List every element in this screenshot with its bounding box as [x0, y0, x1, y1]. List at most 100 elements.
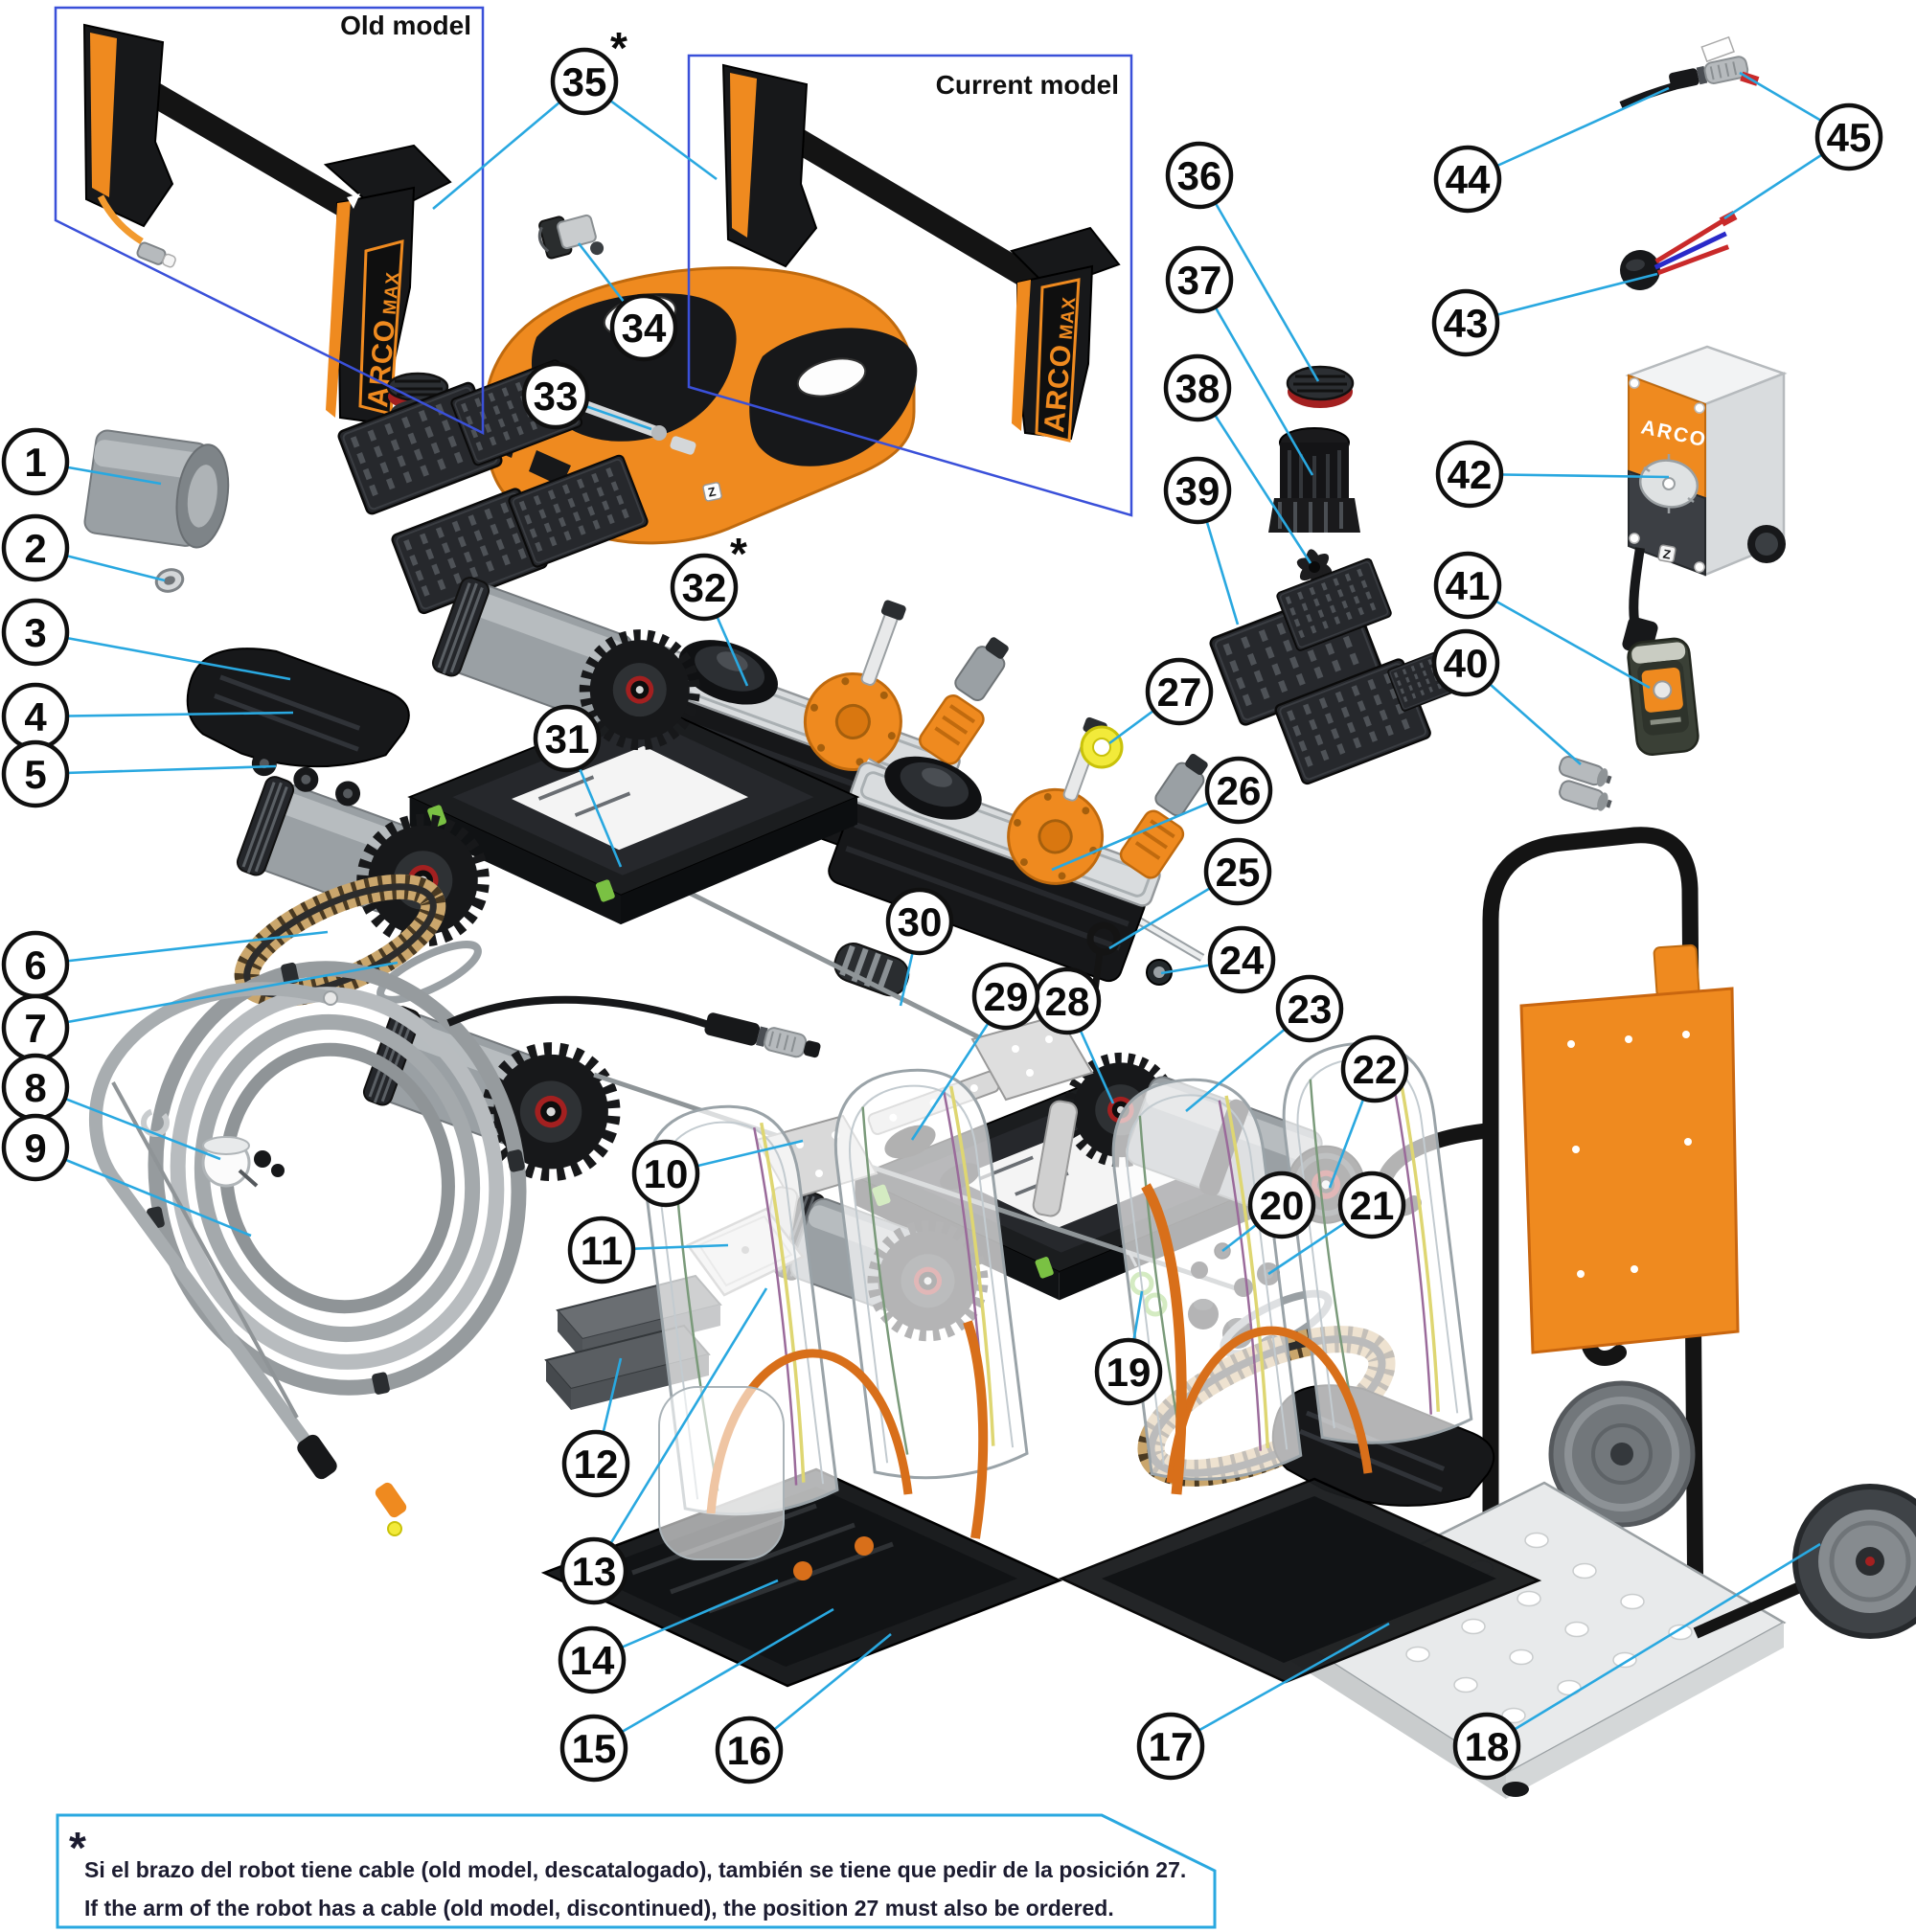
callout-number-11: 11 — [581, 1228, 623, 1273]
callout-number-40: 40 — [1444, 641, 1489, 686]
callout-number-31: 31 — [545, 716, 590, 761]
callout-number-36: 36 — [1177, 153, 1222, 198]
current-model-label: Current model — [936, 70, 1119, 100]
callout-18: 18 — [1452, 1712, 1521, 1781]
callout-4: 4 — [1, 682, 70, 751]
callout-number-39: 39 — [1175, 468, 1220, 513]
callout-number-19: 19 — [1106, 1350, 1152, 1395]
motor-roller-left-upper — [428, 573, 708, 759]
current-model-box: Current model — [687, 54, 1133, 517]
callout-3: 3 — [1, 598, 70, 667]
callout-38: 38 — [1163, 353, 1232, 422]
callout-21: 21 — [1337, 1171, 1406, 1239]
callout-number-5: 5 — [24, 752, 46, 797]
callout-number-25: 25 — [1216, 850, 1261, 895]
callout-8: 8 — [1, 1053, 70, 1122]
callout-45: 45 — [1814, 102, 1883, 171]
leader-line-6 — [34, 930, 329, 966]
cable-float-part-8 — [141, 1108, 285, 1188]
callout-35: 35* — [550, 23, 627, 116]
callout-9: 9 — [1, 1113, 70, 1182]
callout-10: 10 — [631, 1139, 700, 1208]
callout-1: 1 — [1, 427, 70, 496]
pump-cap-part-36 — [1286, 365, 1355, 408]
cable-lead — [446, 995, 711, 1029]
callout-28: 28 — [1033, 966, 1102, 1035]
callout-24: 24 — [1207, 925, 1276, 994]
callout-number-29: 29 — [984, 974, 1029, 1019]
callout-number-7: 7 — [24, 1006, 46, 1051]
callout-number-22: 22 — [1353, 1047, 1398, 1092]
callout-25: 25 — [1203, 837, 1272, 906]
callout-number-45: 45 — [1827, 115, 1872, 160]
svg-text:Z: Z — [1662, 546, 1672, 561]
motor-support-part-34 — [537, 214, 604, 260]
svg-text:Z: Z — [707, 484, 718, 499]
callout-36: 36 — [1165, 141, 1234, 210]
callout-number-8: 8 — [24, 1065, 46, 1110]
cable-connector — [704, 1012, 821, 1058]
batteries-part-40 — [1558, 756, 1612, 811]
callout-22: 22 — [1340, 1034, 1409, 1103]
callout-number-28: 28 — [1045, 979, 1090, 1024]
leader-line-4 — [34, 711, 294, 718]
callout-number-2: 2 — [24, 526, 46, 571]
callout-number-26: 26 — [1217, 768, 1262, 813]
callout-asterisk-35: * — [610, 23, 627, 73]
callout-number-37: 37 — [1177, 258, 1222, 303]
leader-line-15 — [593, 1607, 834, 1750]
callout-number-24: 24 — [1220, 938, 1265, 983]
callout-29: 29 — [971, 962, 1040, 1031]
callout-number-9: 9 — [24, 1125, 46, 1171]
callout-39: 39 — [1163, 456, 1232, 525]
callout-17: 17 — [1136, 1712, 1205, 1781]
callout-44: 44 — [1433, 145, 1502, 214]
callout-number-1: 1 — [24, 440, 46, 485]
callout-number-32: 32 — [682, 565, 727, 610]
callout-23: 23 — [1275, 974, 1344, 1043]
callout-30: 30 — [885, 887, 954, 956]
footnote-box: * Si el brazo del robot tiene cable (old… — [56, 1813, 1217, 1929]
leader-line-38 — [1196, 387, 1312, 564]
track-guard-part-5 — [186, 648, 410, 807]
callout-32: 32* — [670, 529, 747, 622]
callout-37: 37 — [1165, 245, 1234, 314]
callout-number-27: 27 — [1157, 670, 1202, 715]
callout-number-44: 44 — [1446, 157, 1491, 202]
callout-20: 20 — [1247, 1171, 1316, 1239]
callout-number-15: 15 — [572, 1726, 617, 1771]
old-model-handle: ARCOMAX — [82, 23, 452, 425]
leader-line-18 — [1486, 1542, 1821, 1748]
callout-number-34: 34 — [622, 306, 667, 351]
callout-number-13: 13 — [572, 1549, 617, 1594]
cover-logo: Z — [702, 482, 722, 502]
callout-number-23: 23 — [1288, 987, 1333, 1032]
leader-line-7 — [34, 961, 399, 1030]
callout-number-30: 30 — [898, 899, 943, 944]
callout-number-12: 12 — [574, 1442, 619, 1487]
callout-number-33: 33 — [534, 374, 579, 419]
callout-11: 11 — [567, 1216, 636, 1284]
callout-16: 16 — [715, 1716, 784, 1784]
bearing-part-2 — [154, 568, 185, 593]
footnote-line-en: If the arm of the robot has a cable (old… — [84, 1896, 1114, 1921]
callout-number-20: 20 — [1260, 1183, 1305, 1228]
callout-number-16: 16 — [727, 1728, 772, 1773]
callout-12: 12 — [561, 1429, 630, 1498]
callout-19: 19 — [1094, 1337, 1163, 1406]
filter-screens-part-39 — [1209, 557, 1472, 784]
leader-line-44 — [1467, 86, 1670, 181]
callout-42: 42 — [1435, 440, 1504, 509]
callout-number-21: 21 — [1350, 1183, 1395, 1228]
callout-number-6: 6 — [24, 943, 46, 988]
callout-number-10: 10 — [644, 1151, 689, 1196]
callout-15: 15 — [559, 1714, 628, 1783]
callout-40: 40 — [1431, 628, 1500, 697]
leader-line-37 — [1198, 279, 1314, 476]
footnote-line-es: Si el brazo del robot tiene cable (old m… — [84, 1857, 1186, 1882]
pump-motor-part-37 — [1268, 427, 1360, 533]
leader-line-9 — [34, 1146, 252, 1238]
callout-number-41: 41 — [1446, 563, 1491, 608]
